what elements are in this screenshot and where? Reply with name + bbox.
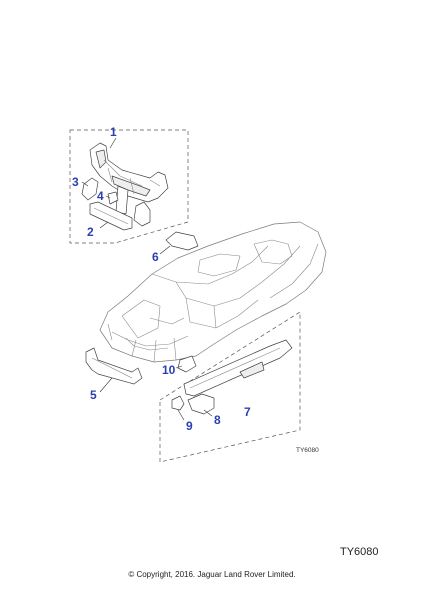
part-2-cross-member bbox=[89, 201, 133, 231]
inner-reference-code: TY6080 bbox=[296, 447, 319, 454]
group-box-rear bbox=[159, 311, 301, 463]
callout-4: 4 bbox=[97, 189, 104, 203]
leader-1 bbox=[109, 137, 117, 149]
callout-1: 1 bbox=[110, 125, 117, 139]
part-10-bracket bbox=[177, 355, 197, 373]
part-3-bracket bbox=[81, 177, 99, 201]
reference-code: TY6080 bbox=[340, 546, 379, 558]
callout-7: 7 bbox=[244, 405, 251, 419]
callout-3: 3 bbox=[72, 175, 79, 189]
callout-5: 5 bbox=[90, 388, 97, 402]
part-1-front-panel bbox=[89, 142, 169, 215]
part-6-bracket bbox=[165, 231, 199, 251]
part-4-bracket bbox=[107, 191, 119, 205]
leader-4 bbox=[105, 195, 111, 199]
callout-8: 8 bbox=[214, 413, 221, 427]
part-9-bracket bbox=[171, 395, 185, 411]
group-box-front bbox=[69, 129, 189, 244]
callout-10: 10 bbox=[162, 363, 176, 377]
leader-3 bbox=[81, 181, 89, 187]
part-5-lower-member bbox=[85, 347, 143, 385]
callout-9: 9 bbox=[186, 419, 193, 433]
leader-2 bbox=[99, 221, 109, 229]
leader-9 bbox=[177, 409, 185, 421]
callout-2: 2 bbox=[87, 225, 94, 239]
part-side-bracket bbox=[133, 201, 151, 227]
leader-5 bbox=[99, 377, 113, 393]
leader-10 bbox=[175, 365, 183, 369]
part-8-bracket bbox=[187, 393, 215, 415]
part-7-side-rail bbox=[183, 339, 293, 397]
copyright-notice: © Copyright, 2016. Jaguar Land Rover Lim… bbox=[128, 570, 296, 579]
callout-6: 6 bbox=[152, 250, 159, 264]
car-body-shell bbox=[99, 221, 327, 363]
leader-6 bbox=[159, 245, 171, 255]
leader-8 bbox=[203, 409, 213, 417]
